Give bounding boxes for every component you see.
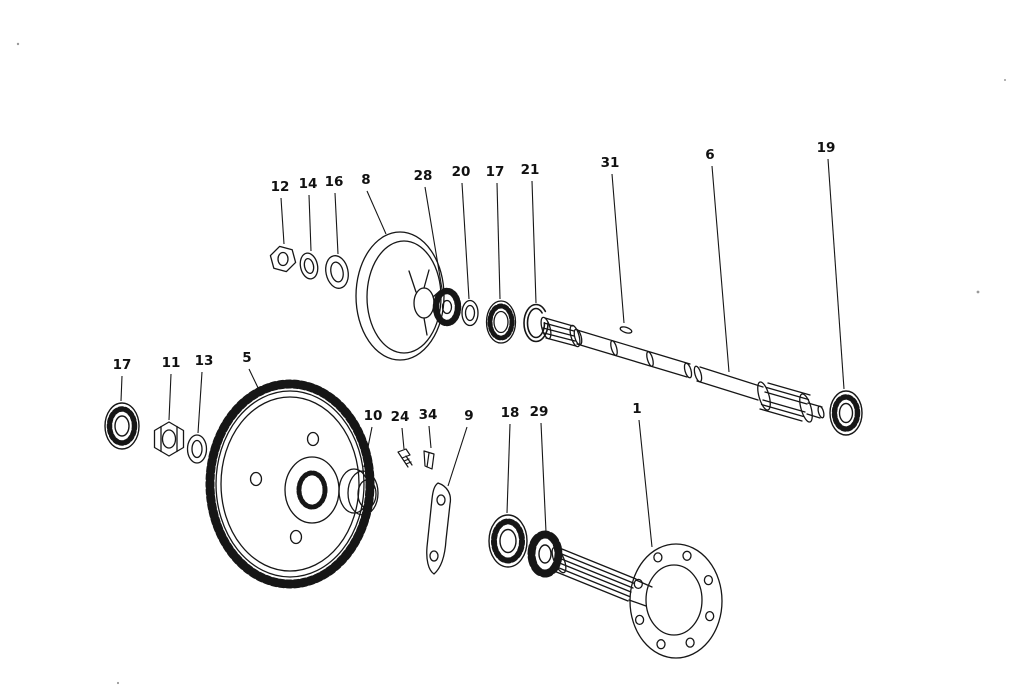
part-bearing-17-top (485, 300, 517, 344)
leader-line (334, 192, 339, 255)
leader-line (280, 197, 285, 245)
leader-line (120, 375, 123, 402)
part-lock-ring-29 (527, 530, 563, 578)
part-spacer-16 (325, 255, 349, 289)
scan-specks (16, 42, 1006, 685)
part-number: 17 (486, 164, 505, 180)
leader-line (197, 371, 203, 434)
callout-top-21: 21 (521, 162, 540, 304)
part-number: 12 (271, 179, 290, 195)
part-pin-31 (619, 326, 633, 334)
callout-bottom-10: 10 (363, 408, 383, 468)
part-number: 6 (705, 147, 714, 163)
part-bearing-17-bottom (104, 402, 140, 450)
callout-bottom-24: 24 (391, 409, 410, 450)
part-gear-5 (205, 379, 375, 589)
part-number: 20 (452, 164, 471, 180)
callout-bottom-13: 13 (195, 353, 214, 434)
callout-bottom-11: 11 (162, 355, 181, 421)
callout-top-8: 8 (361, 172, 387, 235)
part-bolt-24 (397, 448, 413, 468)
part-washer-13 (186, 434, 208, 464)
callout-bottom-1: 1 (632, 401, 653, 548)
leader-line (424, 186, 443, 290)
part-number: 11 (162, 355, 181, 371)
callout-top-19: 19 (817, 140, 845, 390)
part-ring-20 (461, 299, 479, 327)
leader-line (447, 426, 468, 487)
part-number: 9 (464, 408, 473, 424)
leader-line (308, 194, 312, 252)
leader-line (540, 422, 547, 533)
part-number: 21 (521, 162, 540, 178)
leader-line (363, 426, 373, 468)
leader-line (531, 180, 537, 304)
part-number: 16 (325, 174, 344, 190)
part-number: 34 (419, 407, 438, 423)
leader-line (428, 425, 432, 449)
part-number: 24 (391, 409, 410, 425)
part-number: 14 (299, 176, 318, 192)
leader-line (168, 373, 172, 421)
callout-bottom-17: 17 (113, 357, 132, 402)
part-number: 29 (530, 404, 549, 420)
part-bracket-9 (426, 482, 452, 575)
flange-bolt-holes (633, 550, 715, 650)
leader-line (248, 368, 262, 395)
part-washer-14 (299, 252, 319, 280)
part-number: 8 (361, 172, 370, 188)
leader-line (366, 190, 387, 235)
part-clip-34 (423, 450, 435, 470)
callout-top-17: 17 (486, 164, 505, 300)
leader-line (461, 182, 470, 300)
leader-line (401, 427, 405, 450)
part-number: 13 (195, 353, 214, 369)
part-axle-shaft-1 (551, 543, 723, 659)
callout-top-28: 28 (414, 168, 443, 290)
callout-top-20: 20 (452, 164, 471, 300)
part-number: 19 (817, 140, 836, 156)
callout-bottom-5: 5 (242, 350, 262, 395)
part-number: 31 (601, 155, 620, 171)
part-bearing-19 (829, 390, 863, 436)
leader-line (711, 165, 730, 373)
part-number: 10 (364, 408, 383, 424)
callout-bottom-29: 29 (530, 404, 549, 533)
leader-line (827, 158, 845, 390)
leader-line (496, 182, 501, 300)
part-number: 28 (414, 168, 433, 184)
part-collar-10 (338, 468, 379, 516)
callout-bottom-18: 18 (501, 405, 520, 514)
part-splined-washer-28 (432, 287, 462, 327)
callout-top-6: 6 (705, 147, 730, 373)
part-bearing-18 (488, 514, 528, 568)
callout-bottom-34: 34 (419, 407, 438, 449)
part-nut-12 (269, 245, 297, 273)
part-shaft-6 (540, 316, 825, 423)
part-nut-11 (153, 421, 185, 457)
leader-line (611, 173, 625, 324)
part-number: 1 (632, 401, 641, 417)
leader-line (638, 419, 653, 548)
callout-top-12: 12 (271, 179, 290, 245)
callout-bottom-9: 9 (447, 408, 474, 487)
part-number: 18 (501, 405, 520, 421)
part-number: 17 (113, 357, 132, 373)
callout-top-16: 16 (325, 174, 344, 255)
callout-top-31: 31 (601, 155, 625, 324)
leader-line (506, 423, 511, 514)
part-number: 5 (242, 350, 251, 366)
callout-top-14: 14 (299, 176, 318, 252)
